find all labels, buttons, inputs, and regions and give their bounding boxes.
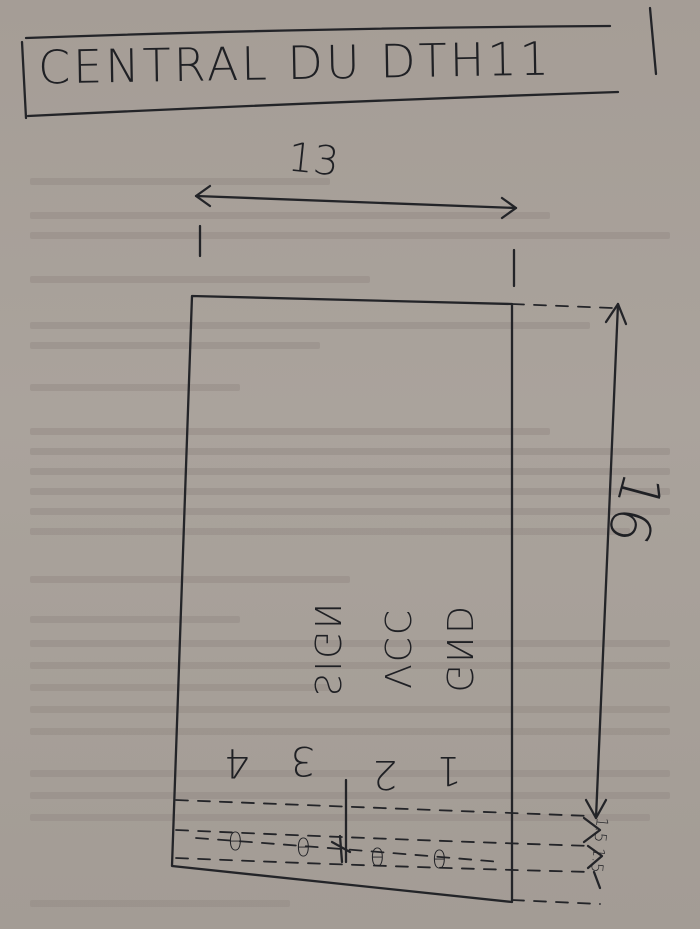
bleed-through-line xyxy=(30,448,670,455)
pin-name-vcc: VCC xyxy=(376,608,417,689)
pin-hole-icon: θ xyxy=(296,834,311,862)
title-box-bottom-edge xyxy=(26,90,620,118)
bleed-through-line xyxy=(30,706,670,713)
bleed-through-line xyxy=(30,468,670,475)
height-dimension-label: 16 xyxy=(593,465,675,551)
bleed-through-line xyxy=(30,770,670,777)
bleed-through-line xyxy=(30,276,370,283)
width-dimension-arrow xyxy=(194,194,518,210)
title-box-right-edge xyxy=(648,6,658,76)
pin-spacing-dimension-label: 1.5 1.5 xyxy=(587,816,612,874)
height-dimension-arrow xyxy=(594,302,620,820)
bleed-through-line xyxy=(30,662,670,669)
bleed-through-line xyxy=(30,728,670,735)
bleed-through-line xyxy=(30,576,350,583)
bleed-through-line xyxy=(30,342,320,349)
width-dimension-label: 13 xyxy=(285,134,342,186)
pin-row-guide-lower xyxy=(175,857,593,873)
pin-number-3: 3 xyxy=(290,737,316,783)
bleed-through-line xyxy=(30,322,590,329)
sketch-title: CENTRAL DU DTH11 xyxy=(37,31,553,95)
width-arrowhead-right xyxy=(500,196,518,220)
pin-number-4: 4 xyxy=(224,739,250,785)
pin-number-2: 2 xyxy=(372,751,398,797)
bleed-through-line xyxy=(30,428,550,435)
bleed-through-line xyxy=(30,640,670,647)
bleed-through-line xyxy=(30,900,290,907)
pin-holes-line xyxy=(195,837,501,863)
pin-hole-icon: θ xyxy=(228,828,243,856)
bleed-through-line xyxy=(30,178,330,185)
body-extension-top xyxy=(511,303,613,309)
sensor-outline xyxy=(170,294,514,904)
pin-name-gnd: GND xyxy=(438,604,479,693)
bleed-through-line xyxy=(30,528,630,535)
pin-hole-icon: θ xyxy=(432,846,447,874)
bleed-through-line xyxy=(30,814,650,821)
title-box-top-edge xyxy=(24,24,612,40)
pin-number-1: 1 xyxy=(436,747,462,793)
height-arrowhead-top xyxy=(604,302,628,326)
bleed-through-line xyxy=(30,792,670,799)
bleed-through-line xyxy=(30,684,330,691)
title-box-left-edge xyxy=(20,40,28,120)
bleed-through-line xyxy=(30,384,240,391)
bleed-through-line xyxy=(30,212,550,219)
pin-row-guide-middle xyxy=(175,829,593,847)
pin-spacing-ticks xyxy=(582,816,604,890)
bleed-through-line xyxy=(30,616,240,623)
height-arrowhead-bottom xyxy=(584,798,608,820)
pin-hole-icon: θ xyxy=(370,844,385,872)
pin-name-sign: SIGN xyxy=(306,600,347,697)
bleed-through-line xyxy=(30,232,670,239)
body-extension-bottom xyxy=(511,899,601,905)
bleed-through-line xyxy=(30,488,670,495)
pin-row-guide-upper xyxy=(175,799,591,817)
width-arrowhead-left xyxy=(194,184,212,208)
bleed-through-line xyxy=(30,508,670,515)
